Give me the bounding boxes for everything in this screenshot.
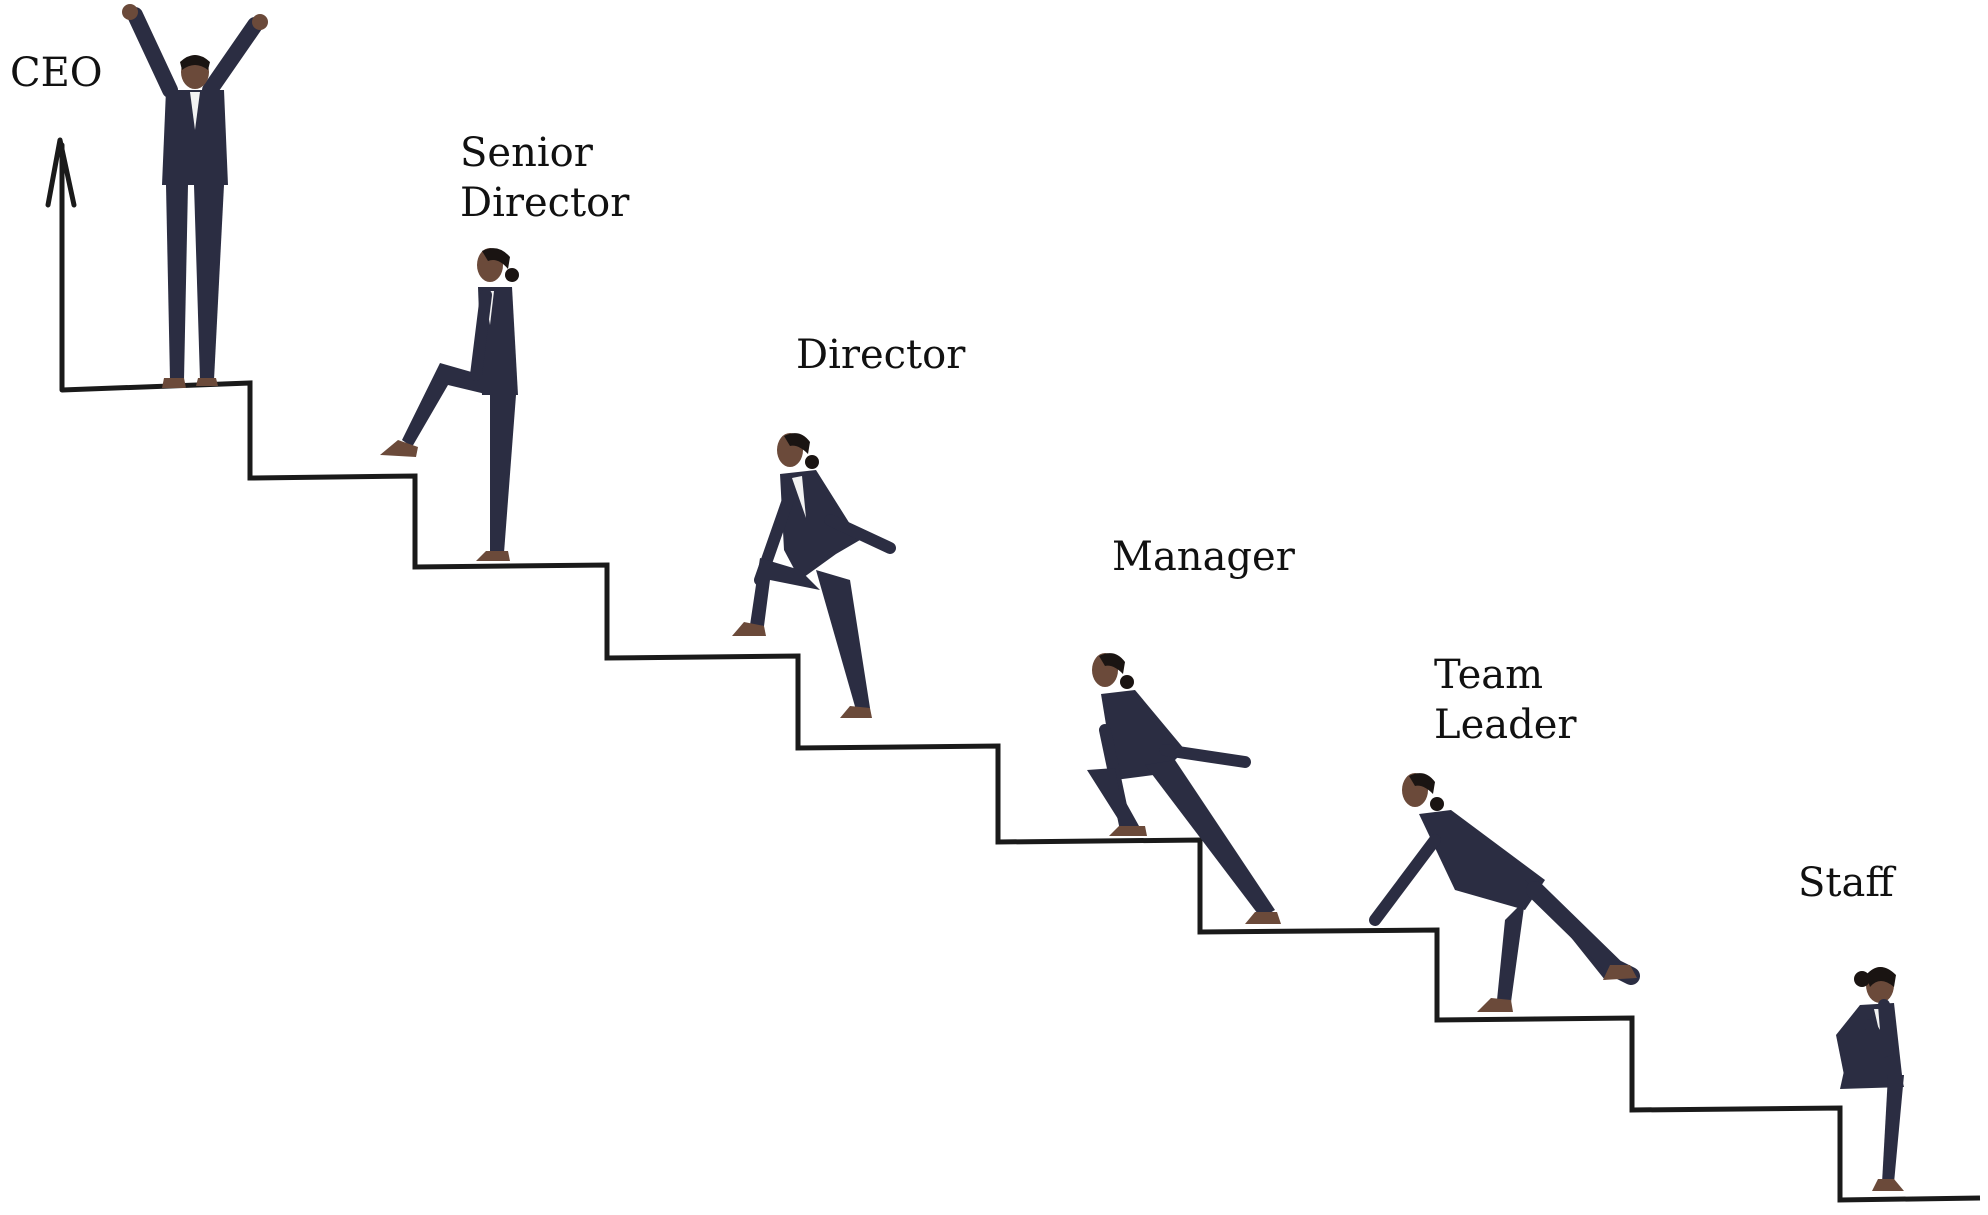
figure-senior-director — [380, 248, 519, 561]
figure-team-leader — [1369, 773, 1640, 1012]
figure-staff — [1836, 967, 1904, 1191]
figure-director — [732, 433, 896, 718]
label-manager: Manager — [1112, 534, 1295, 580]
label-director: Director — [796, 332, 966, 378]
up-arrow-icon — [45, 137, 77, 393]
figure-manager — [1087, 653, 1281, 924]
staircase-line — [61, 380, 1981, 1203]
label-team-leader: Team Leader — [1434, 652, 1577, 748]
label-staff: Staff — [1798, 860, 1894, 906]
label-senior-director: Senior Director — [460, 130, 630, 226]
figure-ceo — [122, 4, 268, 388]
label-ceo: CEO — [10, 50, 103, 96]
